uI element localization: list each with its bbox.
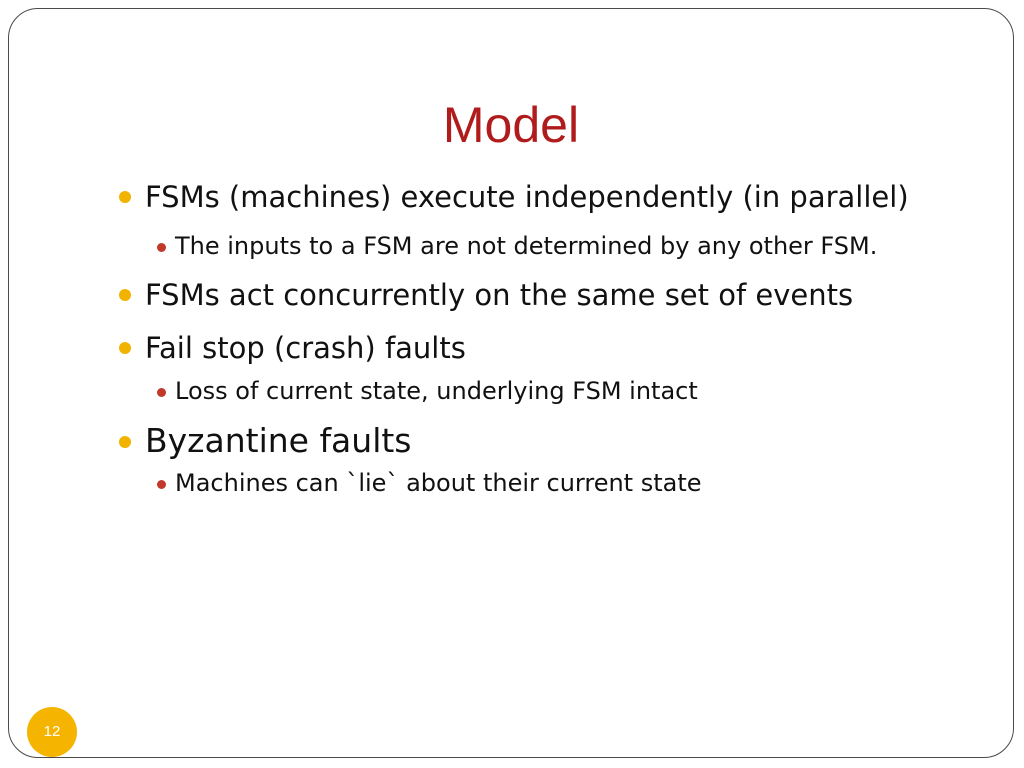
bullet-list: FSMs (machines) execute independently (i… bbox=[117, 177, 997, 512]
slide: Model FSMs (machines) execute independen… bbox=[8, 8, 1014, 758]
bullet-text: Fail stop (crash) faults bbox=[145, 331, 466, 365]
sub-bullet-text: Loss of current state, underlying FSM in… bbox=[175, 377, 698, 405]
bullet-item: FSMs (machines) execute independently (i… bbox=[117, 177, 997, 218]
page-number-badge: 12 bbox=[27, 707, 77, 757]
sub-bullet-item: Machines can `lie` about their current s… bbox=[117, 467, 997, 500]
sub-bullet-item: Loss of current state, underlying FSM in… bbox=[117, 375, 997, 408]
sub-bullet-text: The inputs to a FSM are not determined b… bbox=[175, 232, 878, 260]
sub-bullet-dot-icon bbox=[157, 388, 166, 397]
slide-title: Model bbox=[442, 97, 580, 153]
bullet-text: FSMs act concurrently on the same set of… bbox=[145, 278, 854, 312]
sub-bullet-dot-icon bbox=[157, 480, 166, 489]
bullet-text: Byzantine faults bbox=[145, 421, 412, 460]
bullet-dot-icon bbox=[119, 342, 131, 354]
bullet-dot-icon bbox=[119, 289, 131, 301]
bullet-item: Byzantine faults bbox=[117, 420, 997, 461]
bullet-item: FSMs act concurrently on the same set of… bbox=[117, 275, 997, 316]
sub-bullet-item: The inputs to a FSM are not determined b… bbox=[117, 230, 997, 263]
bullet-dot-icon bbox=[119, 436, 131, 448]
bullet-item: Fail stop (crash) faults bbox=[117, 328, 997, 369]
bullet-dot-icon bbox=[119, 191, 131, 203]
sub-bullet-dot-icon bbox=[157, 243, 166, 252]
sub-bullet-text: Machines can `lie` about their current s… bbox=[175, 469, 702, 497]
bullet-text: FSMs (machines) execute independently (i… bbox=[145, 180, 909, 214]
